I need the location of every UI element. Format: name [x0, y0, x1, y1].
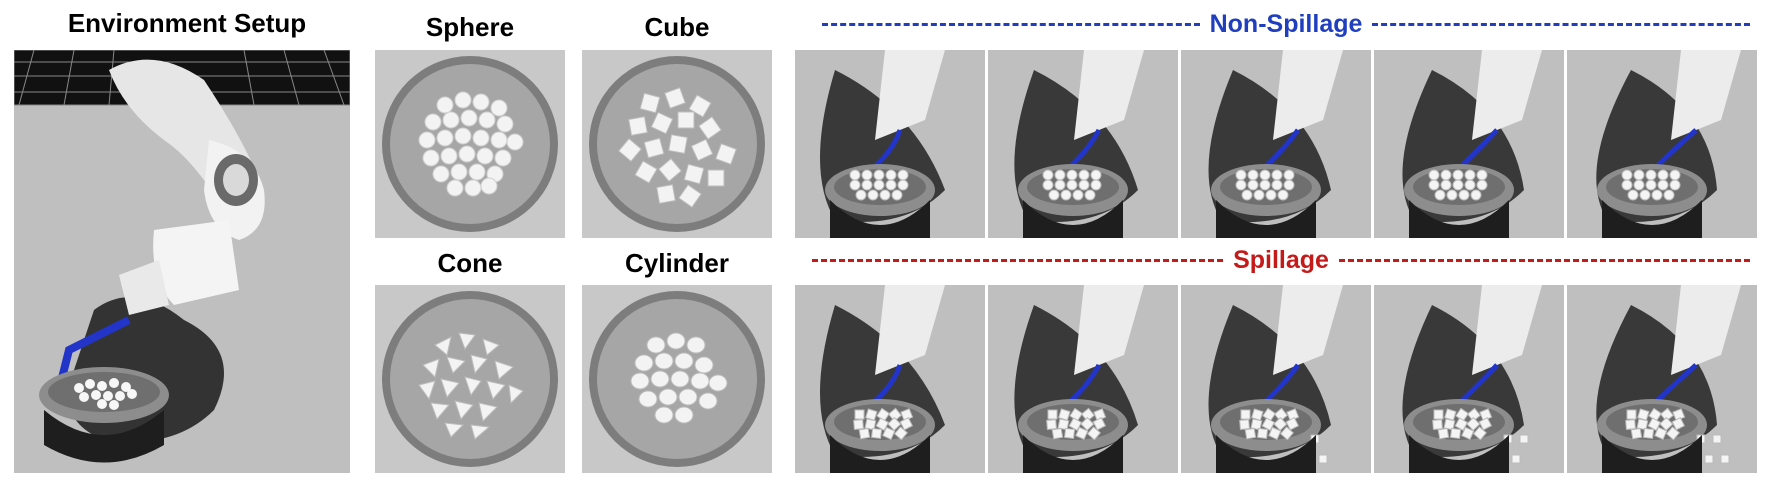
non-spillage-frame: [1567, 50, 1757, 238]
spillage-frame: [1567, 285, 1757, 473]
divider-dash-left: [822, 22, 1200, 26]
material-title-sphere: Sphere: [425, 12, 515, 42]
environment-setup-title: Environment Setup: [67, 8, 307, 38]
spillage-frame: [988, 285, 1178, 473]
material-bowl-sphere: [375, 50, 565, 238]
non-spillage-label: Non-Spillage: [1209, 9, 1363, 38]
non-spillage-frame: [1374, 50, 1564, 238]
spillage-divider: Spillage: [812, 244, 1750, 276]
environment-setup-image: [14, 50, 350, 473]
divider-dash-right: [1372, 22, 1751, 26]
material-bowl-cone: [375, 285, 565, 473]
non-spillage-frame: [795, 50, 985, 238]
spillage-frame: [1181, 285, 1371, 473]
non-spillage-frame: [1181, 50, 1371, 238]
material-bowl-cylinder: [582, 285, 772, 473]
material-title-cone: Cone: [437, 248, 503, 278]
material-bowl-cube: [582, 50, 772, 238]
non-spillage-frame: [988, 50, 1178, 238]
material-title-cylinder: Cylinder: [624, 248, 730, 278]
divider-dash-left: [812, 258, 1224, 262]
divider-dash-right: [1338, 258, 1750, 262]
material-title-cube: Cube: [644, 12, 710, 42]
spillage-frame: [1374, 285, 1564, 473]
non-spillage-divider: Non-Spillage: [822, 8, 1751, 40]
spillage-label: Spillage: [1233, 245, 1329, 274]
spillage-frame: [795, 285, 985, 473]
